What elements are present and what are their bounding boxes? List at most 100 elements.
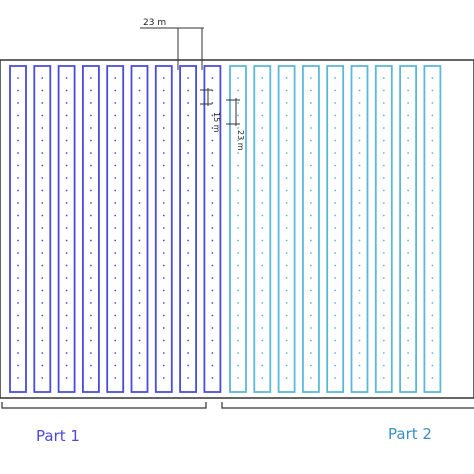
part-1-point: [41, 239, 44, 242]
part-2-point: [285, 289, 288, 292]
part-1-point: [17, 202, 19, 204]
part-1-point: [90, 177, 92, 179]
part-1-point: [187, 152, 190, 154]
part-2-point: [334, 177, 337, 179]
part-1-point: [65, 252, 68, 254]
part-1-point: [162, 252, 165, 254]
part-1-point: [114, 152, 117, 154]
part-2-point: [261, 214, 264, 217]
part-1-point: [138, 302, 141, 304]
part-2-point: [382, 114, 385, 117]
part-2-point: [358, 239, 361, 242]
part-2-point: [285, 264, 288, 267]
part-1-point: [17, 352, 19, 354]
part-1-point: [162, 202, 165, 204]
part-1-point: [114, 339, 117, 342]
part-2-point: [407, 114, 409, 117]
part-1-point: [138, 202, 141, 204]
part-1-point: [41, 302, 44, 304]
part-2-point: [382, 202, 385, 204]
part-2-point: [334, 214, 337, 217]
part-1-point: [17, 89, 19, 92]
part-1-point: [138, 214, 141, 217]
part-1-point: [138, 127, 141, 129]
part-1-point: [17, 139, 19, 142]
part-1-point: [90, 77, 92, 79]
part-1-point: [114, 314, 117, 317]
part-1-point: [90, 114, 92, 117]
part-2-point: [431, 264, 434, 267]
part-1-point: [65, 152, 68, 154]
field-outline: [0, 59, 474, 399]
part-1-point: [138, 239, 141, 242]
part-1-point: [41, 264, 44, 267]
part-1-point: [41, 289, 44, 292]
part-1-point: [162, 352, 165, 354]
part-1-label: Part 1: [36, 427, 80, 445]
part-1-point: [17, 127, 19, 129]
part-1-loop: [130, 65, 149, 393]
part-1-point: [138, 139, 141, 142]
part-2-point: [334, 364, 337, 367]
part-2-point: [358, 364, 361, 367]
part-2-point: [310, 314, 312, 317]
part-2-point: [431, 314, 434, 317]
part-2-point: [237, 202, 239, 204]
part-1-loop: [106, 65, 125, 393]
part-1-point: [187, 114, 190, 117]
part-2-point: [261, 264, 264, 267]
part-2-point: [237, 189, 239, 192]
part-1-point: [114, 114, 117, 117]
part-2-point: [310, 127, 312, 129]
part-1-point: [41, 89, 44, 92]
part-1-point: [65, 127, 68, 129]
part-2-point: [261, 177, 264, 179]
part-1-point: [138, 377, 141, 379]
part-1-point: [90, 102, 92, 104]
part-2-point: [382, 252, 385, 254]
part-1-point: [162, 227, 165, 229]
part-1-point: [114, 139, 117, 142]
part-2-point: [334, 114, 337, 117]
part-1-point: [65, 352, 68, 354]
part-2-point: [310, 189, 312, 192]
part-2-point: [261, 377, 264, 379]
part-1-loop: [57, 65, 76, 393]
part-2-point: [334, 264, 337, 267]
part-2-point: [407, 377, 409, 379]
part-1-point: [65, 364, 68, 367]
part-2-point: [382, 364, 385, 367]
part-2-point: [334, 202, 337, 204]
part-1-point: [138, 152, 141, 154]
part-1-point: [211, 152, 214, 154]
part-2-point: [285, 102, 288, 104]
part-2-point: [334, 227, 337, 229]
part-2-point: [407, 214, 409, 217]
part-2-point: [261, 352, 264, 354]
part-2-point: [334, 127, 337, 129]
part-2-point: [431, 77, 434, 79]
part-2-point: [237, 327, 239, 329]
part-1-point: [65, 114, 68, 117]
part-1-point: [211, 202, 214, 204]
part-2-point: [431, 352, 434, 354]
part-2-point: [382, 77, 385, 79]
part-2-point: [407, 252, 409, 254]
part-2-point: [431, 202, 434, 204]
part-2-point: [285, 252, 288, 254]
part-1-point: [65, 177, 68, 179]
part-1-point: [162, 339, 165, 342]
part-2-point: [358, 114, 361, 117]
part-1-point: [187, 327, 190, 329]
part-1-point: [65, 339, 68, 342]
part-2-point: [310, 77, 312, 79]
part-1-point: [138, 289, 141, 292]
part-2-point: [358, 127, 361, 129]
part-2-point: [285, 314, 288, 317]
part-2-point: [237, 127, 239, 129]
part-2-point: [358, 227, 361, 229]
part-1-point: [41, 339, 44, 342]
part-1-point: [41, 139, 44, 142]
part-2-point: [334, 314, 337, 317]
part-1-point: [187, 339, 190, 342]
